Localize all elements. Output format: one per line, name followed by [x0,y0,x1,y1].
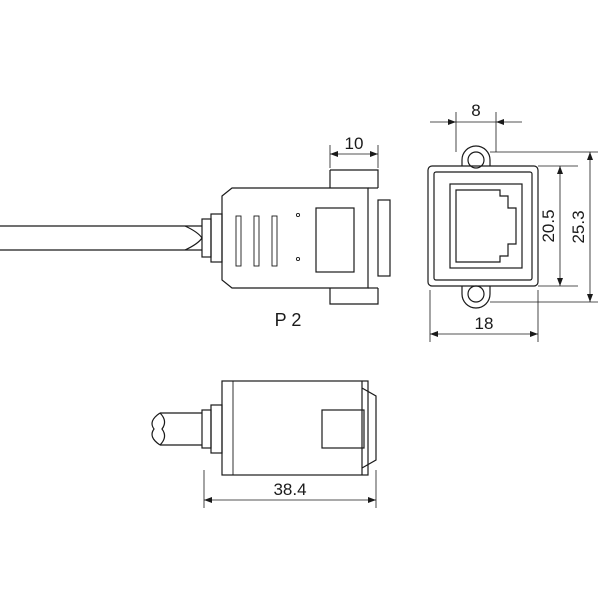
part-label: P 2 [275,310,302,330]
housing-outer [427,165,539,287]
arrowhead [587,152,593,160]
arrowhead [496,119,504,125]
arrowhead [557,166,563,174]
grip-slot [271,215,278,267]
housing-inner [433,171,533,281]
side-view: 10 P 2 [0,134,391,330]
mounting-hole-bottom [467,285,485,303]
rj45-socket [455,189,517,263]
mounting-hole-top [467,151,485,169]
flange-top [329,169,379,188]
mounting-ear-bottom [461,286,491,309]
rj45-opening-frame [449,183,523,269]
dim-label-flange-depth: 10 [345,134,364,153]
top-view: 38.4 [151,380,377,508]
strain-relief-collar [210,213,223,263]
marker-dot [295,256,301,262]
cable-taper [184,225,203,251]
connector-body [221,187,369,289]
dim-label-overall-height: 25.3 [569,210,588,243]
dim-label-opening-height: 20.5 [539,209,558,242]
arrowhead [587,294,593,302]
cable-break [159,412,166,446]
grip-slot [253,215,260,267]
latch-window [315,207,355,273]
strain-relief-collar [210,404,223,454]
arrowhead [330,151,338,157]
dim-label-hole-spacing: 8 [471,101,480,120]
mounting-ear-top [461,145,491,166]
arrowhead [204,497,212,503]
dim-label-overall-length: 38.4 [273,480,306,499]
connector-body-top [221,380,369,476]
arrowhead [430,331,438,337]
arrowhead [448,119,456,125]
arrowhead [370,151,378,157]
arrowhead [530,331,538,337]
jack-nose [377,199,391,277]
marker-dot [295,212,301,218]
arrowhead [557,278,563,286]
grip-slot [235,215,242,267]
front-end [361,381,377,475]
cable-break [151,412,161,446]
strain-relief [201,218,212,258]
flange-bottom [329,288,379,305]
strain-relief [201,409,212,449]
latch-tab [321,409,365,449]
front-view: 8 18 20.5 25.3 [427,101,598,342]
arrowhead [368,497,376,503]
dim-label-width: 18 [475,314,494,333]
